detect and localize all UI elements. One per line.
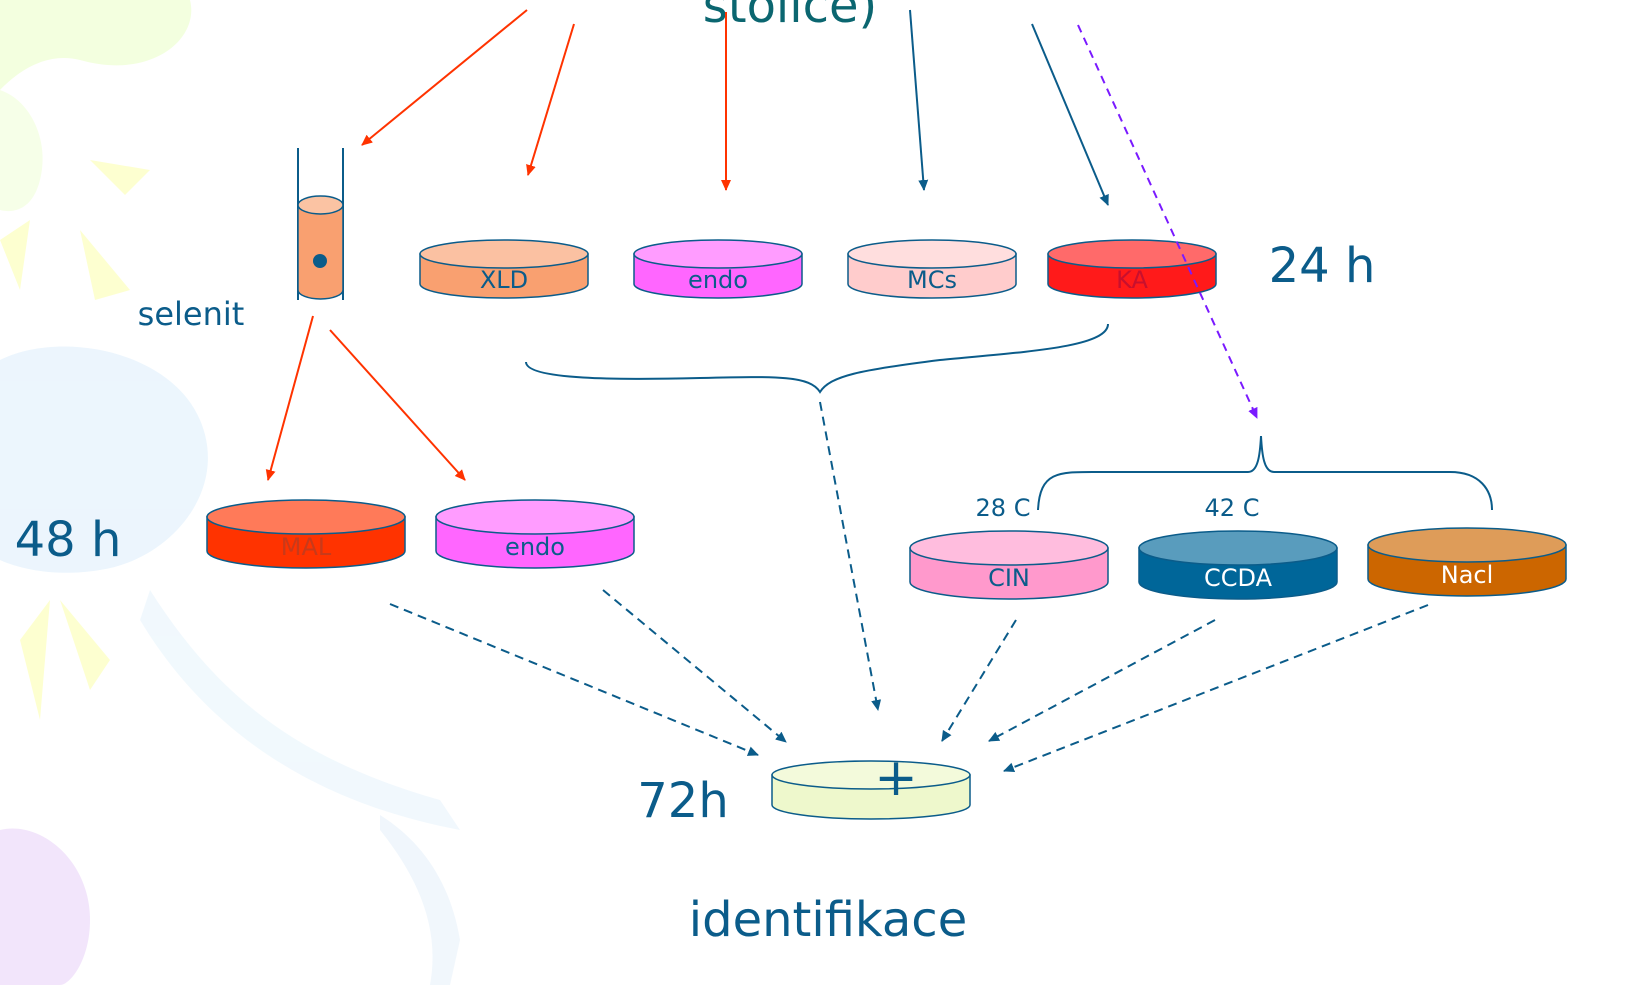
arrow-to-mcs <box>909 9 929 191</box>
plate-label: KA <box>1116 266 1148 294</box>
time-label-24h: 24 h <box>1269 238 1376 294</box>
title-fragment: stolice) <box>703 0 878 34</box>
plate-label: MCs <box>907 266 957 294</box>
plate-label: CCDA <box>1204 564 1273 592</box>
temperature-label: 28 C <box>976 494 1031 522</box>
arrow-to-xld <box>526 23 575 176</box>
arrow-to-yersinia <box>1077 24 1258 419</box>
source-arrows <box>361 9 1109 206</box>
brace-yersinia <box>1037 435 1493 511</box>
plate-label: endo <box>688 266 748 294</box>
final-arrows <box>389 401 1429 773</box>
plate-xld: XLD <box>419 239 589 299</box>
final-plate-symbol: + <box>874 748 918 808</box>
plate-mcs: MCs <box>847 239 1017 299</box>
plate-label: Nacl <box>1441 561 1494 589</box>
brace-24h <box>525 323 1109 394</box>
selenit-tube <box>297 148 344 300</box>
plate-cin: CIN <box>909 530 1109 600</box>
arrow-selenit-to-endo <box>329 329 466 481</box>
result-label: identifikace <box>689 892 967 948</box>
plate-label: endo <box>505 533 565 561</box>
plate-label: MAL <box>281 533 332 561</box>
decorative-background <box>0 0 460 985</box>
plate-label: XLD <box>480 266 528 294</box>
time-label-72h: 72h <box>637 773 729 829</box>
plates-48h: MAL endo <box>206 499 635 569</box>
temperature-label: 42 C <box>1205 494 1260 522</box>
plate-endo: endo <box>633 239 803 299</box>
tube-dot <box>313 254 327 268</box>
arrow-to-selenit <box>361 9 528 146</box>
plate-nacl: Nacl <box>1367 527 1567 597</box>
plate-mal: MAL <box>206 499 406 569</box>
final-plate: + <box>771 748 971 820</box>
tube-label: selenit <box>138 295 245 333</box>
plates-24h: XLD endo MCs KA <box>419 239 1217 299</box>
plate-endo: endo <box>435 499 635 569</box>
plate-label: CIN <box>988 564 1030 592</box>
time-label-48h: 48 h <box>15 512 122 568</box>
arrow-to-ka <box>1031 23 1109 206</box>
plate-ccda: CCDA <box>1138 530 1338 600</box>
plate-ka: KA <box>1047 239 1217 299</box>
arrow-selenit-to-mal <box>265 315 314 481</box>
plates-yersinia: CIN 28 C CCDA 42 C Nacl <box>909 494 1567 600</box>
